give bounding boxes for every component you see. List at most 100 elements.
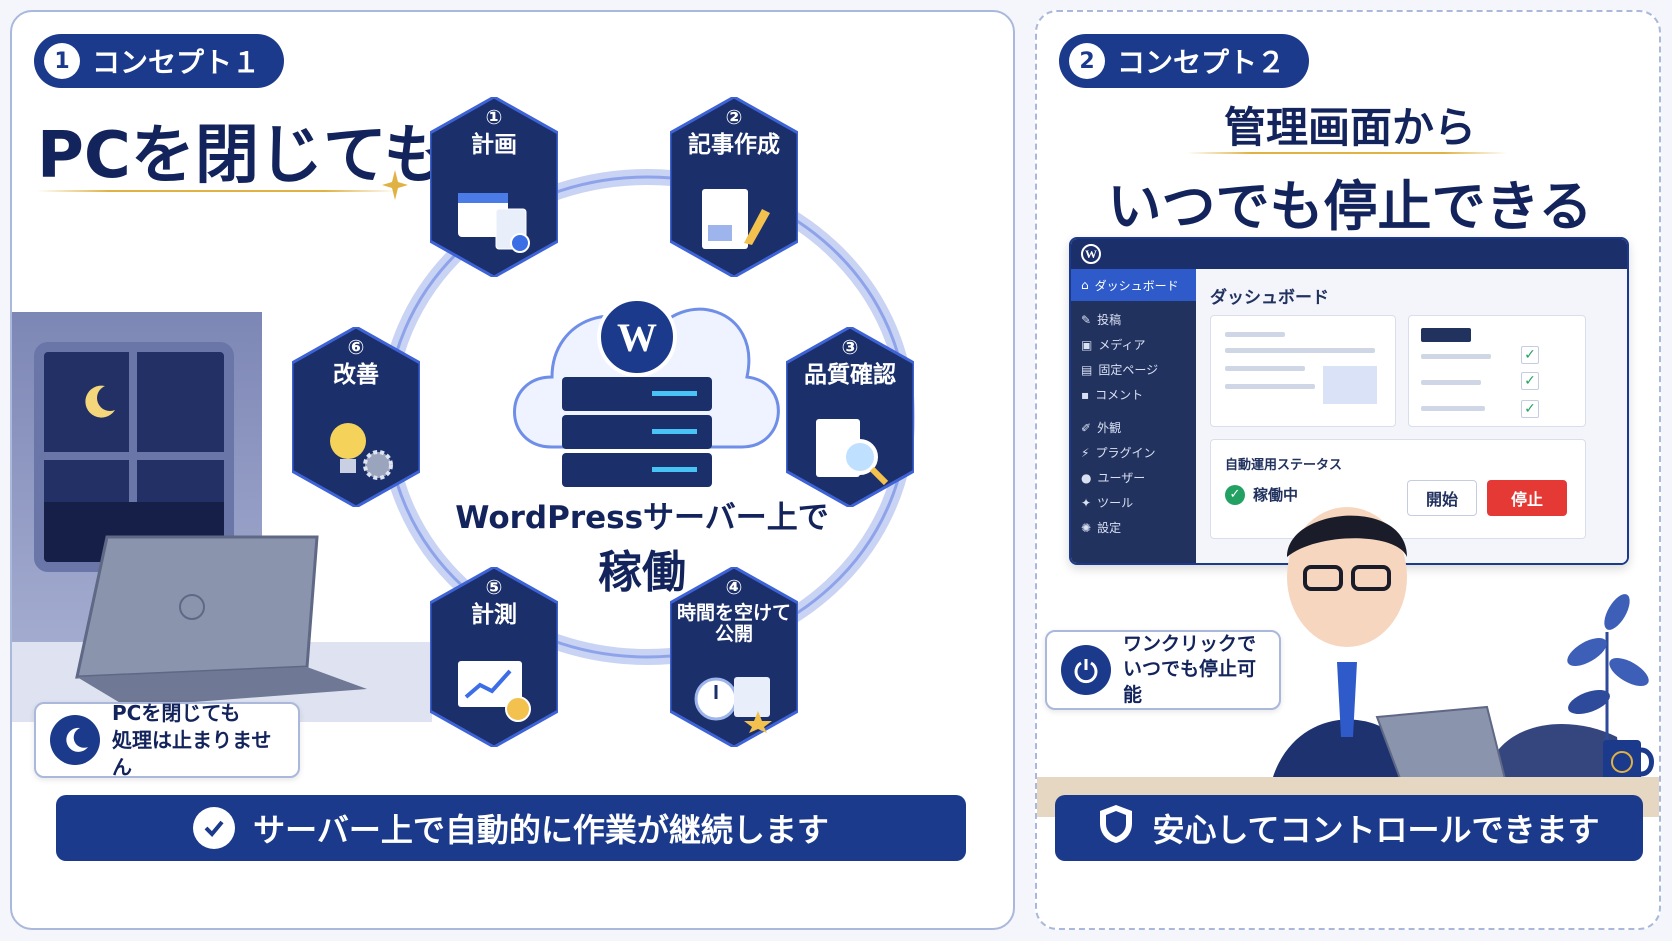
document-pen-icon xyxy=(702,189,770,249)
footer-text: 安心してコントロールできます xyxy=(1152,811,1600,849)
sidebar-item-label: ツール xyxy=(1097,496,1134,510)
wrench-icon: ✦ xyxy=(1081,495,1092,510)
step-number: ④ xyxy=(725,575,743,599)
concept-1-panel: 1 コンセプト１ PCを閉じても W WordPressサーバー上で 稼働 ① xyxy=(10,10,1015,930)
admin-topbar: W xyxy=(1071,239,1627,269)
callout-line-1: ワンクリックで xyxy=(1123,632,1257,655)
badge-label: コンセプト１ xyxy=(92,46,261,79)
step-measurement: ⑤ 計測 xyxy=(430,567,558,747)
admin-sidebar: ⌂ ダッシュボード ✎ 投稿 ▣ メディア ▤ 固定ページ ▪ コメント ✐ 外観 ⚡ プラグ… xyxy=(1071,269,1196,563)
dashboard-heading: ダッシュボード xyxy=(1210,288,1329,308)
sidebar-item-tools[interactable]: ✦ ツール xyxy=(1071,490,1196,515)
title-underline xyxy=(37,190,397,192)
step-number: ② xyxy=(725,105,743,129)
sidebar-item-label: 外観 xyxy=(1097,421,1122,435)
start-button[interactable]: 開始 xyxy=(1407,480,1477,516)
panel-1-footer-bar: サーバー上で自動的に作業が継続します xyxy=(56,795,966,861)
center-caption-1: WordPressサーバー上で xyxy=(455,500,829,536)
step-quality-check: ③ 品質確認 xyxy=(786,327,914,507)
callout-line-2: いつでも停止可能 xyxy=(1123,658,1257,706)
magnifier-check-icon xyxy=(816,419,889,485)
sidebar-item-plugins[interactable]: ⚡ プラグイン xyxy=(1071,440,1196,465)
step-improvement: ⑥ 改善 xyxy=(292,327,420,507)
one-click-stop-callout: ワンクリックで いつでも停止可能 xyxy=(1045,630,1281,710)
wordpress-logo-icon: W xyxy=(1081,244,1101,264)
plant-icon xyxy=(1567,594,1649,772)
step-writing: ② 記事作成 xyxy=(670,97,798,277)
closed-laptop xyxy=(75,535,367,707)
sidebar-item-users[interactable]: ● ユーザー xyxy=(1071,465,1196,490)
status-title: 自動運用ステータス xyxy=(1225,458,1343,473)
svg-text:W: W xyxy=(617,315,657,360)
title-underline xyxy=(1187,152,1507,154)
plug-icon: ⚡ xyxy=(1081,445,1090,460)
sidebar-item-label: ユーザー xyxy=(1097,471,1146,485)
automation-status-card: 自動運用ステータス ✓ 稼働中 開始 停止 xyxy=(1210,439,1586,539)
badge-number: 1 xyxy=(44,43,80,79)
step-label: 記事作成 xyxy=(688,132,780,158)
step-scheduled-publish: ④ 時間を空けて 公開 xyxy=(670,567,798,747)
sidebar-item-label: 設定 xyxy=(1097,521,1122,535)
home-icon: ⌂ xyxy=(1081,278,1089,292)
brush-icon: ✐ xyxy=(1081,420,1092,435)
callout-line-2: 処理は止まりません xyxy=(112,727,272,779)
check-circle-icon: ✓ xyxy=(1225,484,1245,505)
sidebar-item-pages[interactable]: ▤ 固定ページ xyxy=(1071,357,1196,382)
checklist-card: ✓ ✓ ✓ xyxy=(1408,315,1586,427)
page-icon: ▤ xyxy=(1081,362,1093,377)
shield-icon xyxy=(1098,803,1134,853)
user-icon: ● xyxy=(1081,470,1092,485)
sidebar-item-label: メディア xyxy=(1098,338,1146,352)
footer-text: サーバー上で自動的に作業が継続します xyxy=(253,811,829,849)
step-plan: ① 計画 xyxy=(430,97,558,277)
cloud-server: W xyxy=(513,297,780,487)
image-placeholder-icon xyxy=(1323,366,1377,404)
center-caption-2: 稼働 xyxy=(598,547,686,598)
sidebar-item-media[interactable]: ▣ メディア xyxy=(1071,332,1196,357)
sidebar-item-label: 固定ページ xyxy=(1098,363,1159,377)
concept-1-title: PCを閉じても xyxy=(37,119,448,193)
sidebar-item-comments[interactable]: ▪ コメント xyxy=(1071,382,1196,407)
step-label: 計測 xyxy=(471,602,517,628)
step-number: ③ xyxy=(841,335,859,359)
step-label: 計画 xyxy=(471,132,517,158)
concept-2-badge: 2 コンセプト２ xyxy=(1059,34,1310,88)
concept-2-title-1: 管理画面から xyxy=(1223,103,1476,152)
step-number: ⑥ xyxy=(347,335,365,359)
media-icon: ▣ xyxy=(1081,337,1093,352)
step-label: 改善 xyxy=(333,362,379,388)
sidebar-item-label: ダッシュボード xyxy=(1094,278,1179,293)
sidebar-item-appearance[interactable]: ✐ 外観 xyxy=(1071,415,1196,440)
comment-icon: ▪ xyxy=(1081,387,1090,402)
step-number: ⑤ xyxy=(485,575,503,599)
sidebar-item-posts[interactable]: ✎ 投稿 xyxy=(1071,307,1196,332)
moon-icon xyxy=(50,715,100,765)
badge-number: 2 xyxy=(1069,43,1105,79)
concept-1-badge: 1 コンセプト１ xyxy=(34,34,285,88)
power-icon xyxy=(1061,645,1111,695)
concept-2-panel: 2 コンセプト２ 管理画面から いつでも停止できる W ⌂ ダッシュボード ✎ 投稿… xyxy=(1035,10,1661,930)
lightbulb-gear-icon xyxy=(330,423,393,480)
sparkle-icon xyxy=(382,170,408,200)
pc-closed-callout: PCを閉じても 処理は止まりません xyxy=(34,700,300,779)
calendar-icon xyxy=(458,193,530,253)
step-label: 品質確認 xyxy=(804,362,896,388)
check-circle-icon xyxy=(193,807,236,849)
callout-line-1: PCを閉じても xyxy=(112,700,241,725)
sidebar-item-label: 投稿 xyxy=(1097,313,1122,327)
sidebar-item-dashboard[interactable]: ⌂ ダッシュボード xyxy=(1071,269,1196,301)
panel-2-footer-bar: 安心してコントロールできます xyxy=(1055,795,1643,861)
admin-main: ダッシュボード ✓ ✓ ✓ 自動運用ステータス ✓ 稼働中 開始 xyxy=(1196,269,1627,563)
sidebar-item-label: プラグイン xyxy=(1095,446,1156,460)
sidebar-item-settings[interactable]: ✺ 設定 xyxy=(1071,515,1196,540)
pin-icon: ✎ xyxy=(1081,312,1092,327)
widget-card xyxy=(1210,315,1396,427)
step-number: ① xyxy=(485,105,503,129)
concept-2-title-2: いつでも停止できる xyxy=(1107,175,1593,238)
analytics-monitor-icon xyxy=(458,661,531,722)
gear-icon: ✺ xyxy=(1081,520,1092,535)
sidebar-item-label: コメント xyxy=(1095,388,1144,402)
mug-icon xyxy=(1603,740,1654,786)
stop-button[interactable]: 停止 xyxy=(1487,480,1567,516)
moon-icon xyxy=(85,385,115,418)
